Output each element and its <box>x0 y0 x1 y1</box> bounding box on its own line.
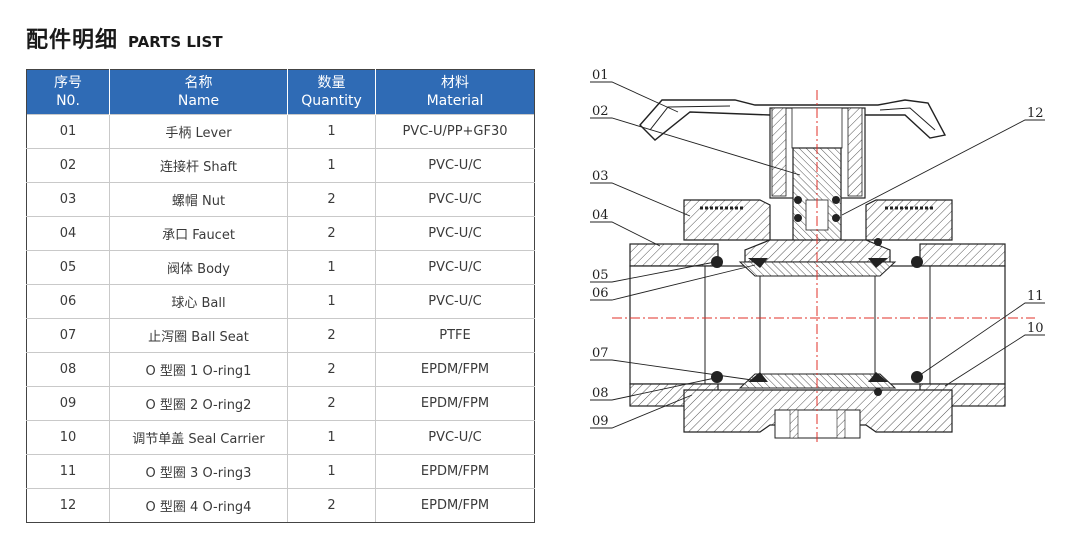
cell-name: 阀体 Body <box>109 250 288 285</box>
cell-no: 09 <box>26 386 110 421</box>
cell-name: O 型圈 1 O-ring1 <box>109 352 288 387</box>
cell-material: EPDM/FPM <box>375 386 535 421</box>
cell-no: 02 <box>26 148 110 183</box>
cell-material: PVC-U/C <box>375 148 535 183</box>
callout-03: 03 <box>592 169 609 184</box>
o-rings <box>711 238 923 396</box>
valve-body-top <box>683 199 953 263</box>
cell-material: PVC-U/C <box>375 216 535 251</box>
center-lines <box>612 90 1035 445</box>
cell-no: 11 <box>26 454 110 489</box>
cell-no: 06 <box>26 284 110 319</box>
cell-material: PVC-U/C <box>375 284 535 319</box>
callout-10: 10 <box>1027 321 1044 336</box>
cell-qty: 2 <box>287 386 376 421</box>
cell-material: PVC-U/C <box>375 182 535 217</box>
callout-08: 08 <box>592 386 609 401</box>
callout-04: 04 <box>592 208 609 223</box>
faucet-top <box>629 243 1006 267</box>
cell-name: 调节单盖 Seal Carrier <box>109 420 288 455</box>
callout-05: 05 <box>592 268 609 283</box>
cell-no: 12 <box>26 488 110 523</box>
cell-material: EPDM/FPM <box>375 454 535 489</box>
callout-02: 02 <box>592 104 609 119</box>
page-title: 配件明细 PARTS LIST <box>26 22 223 54</box>
leader-lines <box>590 81 1045 429</box>
cell-material: PVC-U/C <box>375 250 535 285</box>
cell-name: 连接杆 Shaft <box>109 148 288 183</box>
valve-cross-section-diagram: 01 02 03 04 05 06 07 08 09 10 11 12 <box>590 68 1045 445</box>
cell-material: PTFE <box>375 318 535 353</box>
cell-qty: 2 <box>287 182 376 217</box>
cell-name: O 型圈 2 O-ring2 <box>109 386 288 421</box>
ball-seats <box>748 258 888 382</box>
cell-no: 07 <box>26 318 110 353</box>
cell-no: 10 <box>26 420 110 455</box>
cell-name: 手柄 Lever <box>109 114 288 149</box>
cell-qty: 1 <box>287 420 376 455</box>
callout-09: 09 <box>592 414 609 429</box>
cell-qty: 1 <box>287 250 376 285</box>
cell-qty: 2 <box>287 216 376 251</box>
callout-11: 11 <box>1027 289 1044 304</box>
cell-no: 08 <box>26 352 110 387</box>
cell-qty: 2 <box>287 352 376 387</box>
cell-no: 01 <box>26 114 110 149</box>
cell-qty: 1 <box>287 148 376 183</box>
cell-name: 止泻圈 Ball Seat <box>109 318 288 353</box>
cell-qty: 1 <box>287 284 376 319</box>
cell-material: EPDM/FPM <box>375 488 535 523</box>
cell-name: O 型圈 4 O-ring4 <box>109 488 288 523</box>
cell-material: PVC-U/PP+GF30 <box>375 114 535 149</box>
title-en: PARTS LIST <box>128 33 223 51</box>
cell-name: 球心 Ball <box>109 284 288 319</box>
cell-qty: 2 <box>287 318 376 353</box>
callout-12: 12 <box>1027 106 1044 121</box>
cell-name: 承口 Faucet <box>109 216 288 251</box>
cell-material: EPDM/FPM <box>375 352 535 387</box>
cell-no: 05 <box>26 250 110 285</box>
title-cn: 配件明细 <box>26 28 119 53</box>
cell-material: PVC-U/C <box>375 420 535 455</box>
cell-qty: 2 <box>287 488 376 523</box>
callout-06: 06 <box>592 286 609 301</box>
cell-name: O 型圈 3 O-ring3 <box>109 454 288 489</box>
callout-01: 01 <box>592 68 609 83</box>
cell-qty: 1 <box>287 114 376 149</box>
cell-name: 螺帽 Nut <box>109 182 288 217</box>
cell-no: 03 <box>26 182 110 217</box>
cell-qty: 1 <box>287 454 376 489</box>
callout-07: 07 <box>592 346 609 361</box>
cell-no: 04 <box>26 216 110 251</box>
valve-body-bottom <box>629 383 1006 439</box>
